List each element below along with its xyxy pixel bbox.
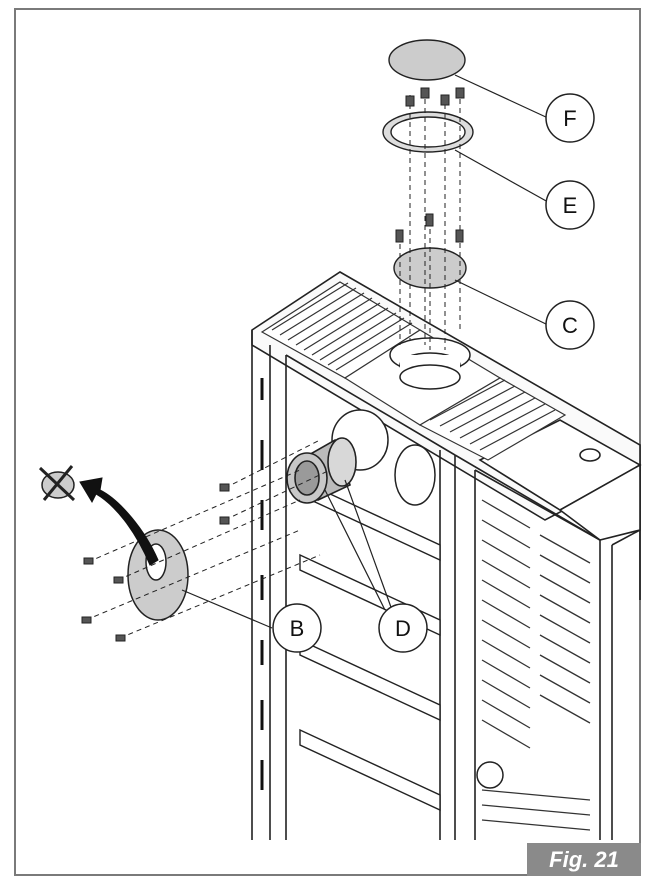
removed-cap bbox=[38, 465, 76, 502]
figure-label: Fig. 21 bbox=[527, 843, 641, 876]
callout-e: E bbox=[545, 180, 595, 230]
removal-arrow-icon bbox=[79, 477, 159, 566]
svg-text:F: F bbox=[563, 106, 576, 131]
svg-text:C: C bbox=[562, 313, 578, 338]
part-b-ring bbox=[127, 529, 189, 621]
rear-outlet-circle bbox=[476, 761, 504, 789]
top-flue-opening bbox=[389, 337, 471, 390]
part-e-ring-inner bbox=[390, 116, 466, 148]
callout-d: D bbox=[378, 603, 428, 653]
svg-text:E: E bbox=[563, 193, 578, 218]
svg-text:D: D bbox=[395, 616, 411, 641]
callout-b: B bbox=[272, 603, 322, 653]
rear-opening bbox=[331, 409, 436, 506]
callout-c: C bbox=[545, 300, 595, 350]
part-f-cover bbox=[388, 39, 466, 81]
side-screws bbox=[81, 483, 230, 642]
leader-lines bbox=[181, 74, 549, 629]
right-side-louvres bbox=[481, 499, 591, 831]
callout-f: F bbox=[545, 93, 595, 143]
side-screw-guides bbox=[85, 439, 331, 639]
svg-text:B: B bbox=[290, 616, 305, 641]
top-screw-guides bbox=[399, 90, 461, 350]
pipe-d bbox=[286, 437, 357, 504]
top-screws bbox=[395, 87, 465, 243]
